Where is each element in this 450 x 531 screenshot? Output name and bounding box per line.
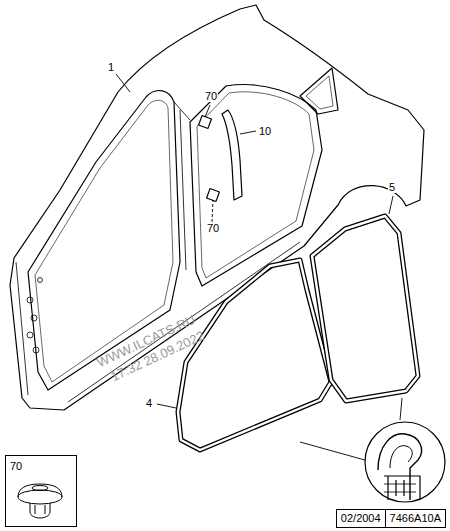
door-seal xyxy=(312,216,418,401)
callout-number: 5 xyxy=(388,182,396,193)
reference-code: 02/2004 xyxy=(337,510,385,527)
clip-symbol xyxy=(199,116,212,129)
clip-picture xyxy=(18,484,62,518)
seal-profile-detail xyxy=(365,422,445,502)
rear-door-opening xyxy=(190,85,322,286)
callout-number: 4 xyxy=(145,398,153,409)
part-number: 70 xyxy=(6,458,26,475)
callout-number: 1 xyxy=(107,62,115,73)
pillar-trim xyxy=(222,110,242,200)
part-inset-box: 70 xyxy=(5,455,77,527)
door-seal xyxy=(178,260,331,450)
callout-number: 70 xyxy=(206,223,220,234)
clip-symbol xyxy=(207,189,220,202)
body-side-panel xyxy=(10,5,424,410)
callout-number: 10 xyxy=(258,126,272,137)
callout-number: 70 xyxy=(204,91,218,102)
reference-code: 7466A10A xyxy=(385,510,445,527)
reference-box: 02/20047466A10A xyxy=(336,509,446,528)
front-door-opening xyxy=(28,91,180,390)
